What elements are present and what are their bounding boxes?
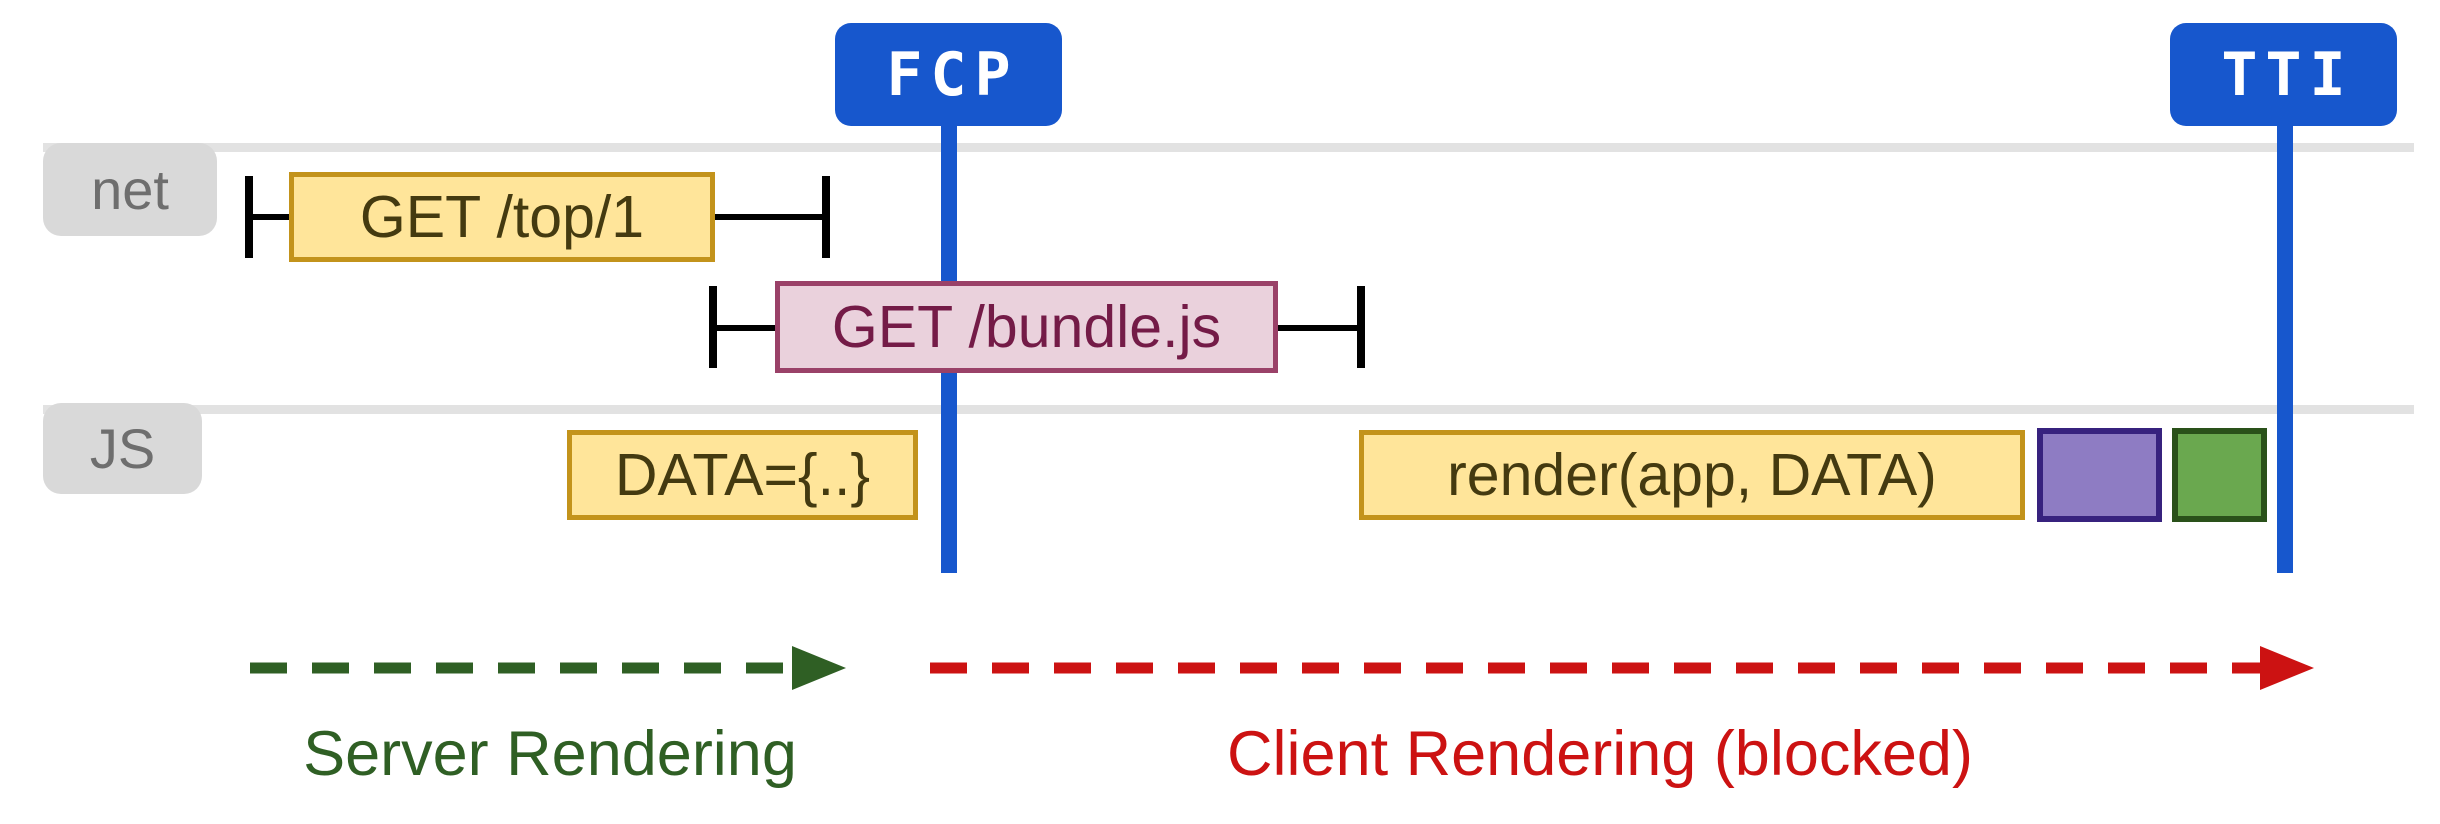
js-lane-label-text: JS [89,417,156,480]
server-rendering-label: Server Rendering [303,719,797,789]
tti-marker-line [2277,123,2293,573]
net-lane-label-text: net [91,158,169,221]
js-lane-line [43,405,2414,414]
get-top-task: GET /top/1 [289,172,715,262]
fcp-badge: FCP [835,23,1062,126]
fcp-badge-label: FCP [886,39,1019,110]
tti-badge: TTI [2170,23,2397,126]
client-rendering-arrow [930,646,2314,690]
data-assign-task: DATA={..} [567,430,918,520]
get-top-start-tick [245,176,253,258]
get-bundle-lead-in [717,325,775,331]
net-lane-line [43,143,2414,152]
get-bundle-task: GET /bundle.js [775,281,1278,373]
tti-badge-label: TTI [2221,39,2354,110]
data-assign-task-label: DATA={..} [614,442,871,508]
client-rendering-label: Client Rendering (blocked) [1227,719,1973,789]
purple-task [2037,428,2162,522]
get-bundle-task-label: GET /bundle.js [831,294,1222,360]
get-bundle-lead-out [1278,325,1357,331]
get-bundle-start-tick [709,286,717,368]
server-rendering-arrowhead [792,646,846,690]
render-call-task-label: render(app, DATA) [1447,442,1937,508]
render-call-task: render(app, DATA) [1359,430,2025,520]
get-top-end-tick [822,176,830,258]
get-top-task-label: GET /top/1 [359,184,645,250]
green-task [2172,428,2267,522]
get-bundle-end-tick [1357,286,1365,368]
get-top-lead-out [715,214,822,220]
client-rendering-arrowhead [2260,646,2314,690]
get-top-lead-in [253,214,289,220]
js-lane-label: JS [43,403,202,494]
net-lane-label: net [43,143,217,236]
server-rendering-arrow [250,646,846,690]
